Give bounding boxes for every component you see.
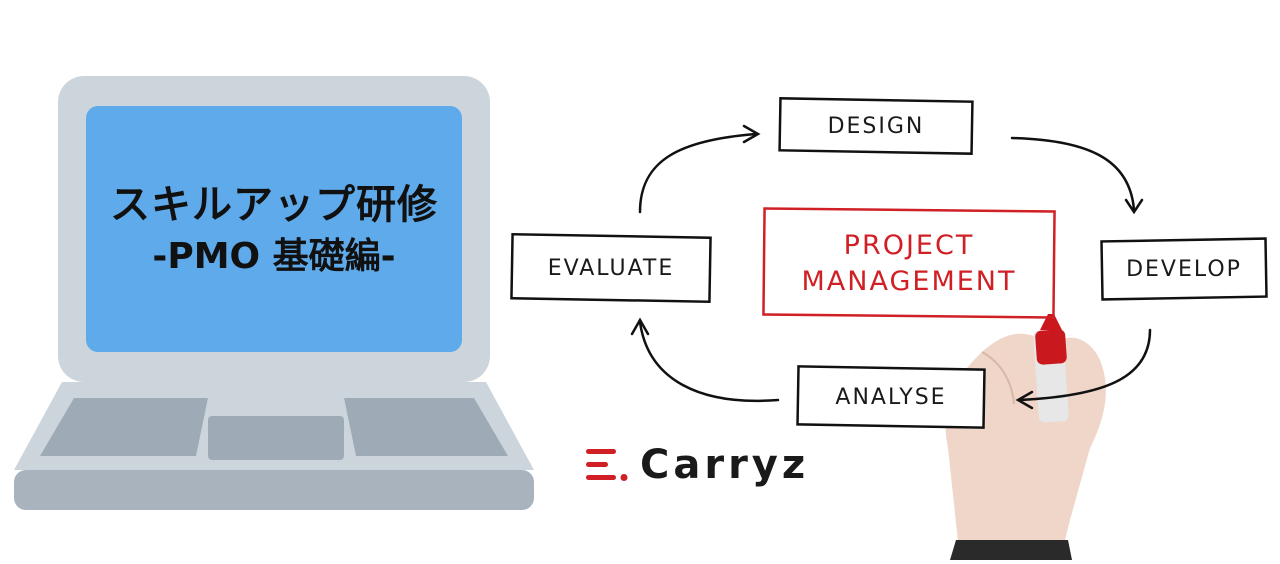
- brand-name: Carryz: [640, 442, 810, 488]
- center-line-2: MANAGEMENT: [801, 266, 1017, 297]
- keyboard-right: [344, 398, 508, 456]
- arrow-design-develop: [1010, 136, 1136, 212]
- evaluate-box: [510, 233, 712, 303]
- develop-box: [1100, 237, 1268, 301]
- step-develop: DEVELOP: [1126, 256, 1242, 282]
- keyboard-left: [40, 398, 208, 456]
- center-box: [762, 207, 1056, 319]
- arrow-analyse-evaluate: [638, 320, 780, 403]
- laptop-base-edge: [14, 470, 534, 510]
- analyse-box: [796, 365, 986, 429]
- arrow-evaluate-design: [638, 132, 758, 214]
- title-line-1: スキルアップ研修: [110, 182, 438, 228]
- screen-title: スキルアップ研修 -PMO 基礎編-: [86, 108, 462, 352]
- arrow-develop-analyse: [1018, 328, 1152, 402]
- center-title: PROJECT MANAGEMENT: [764, 212, 1054, 316]
- title-line-2: -PMO 基礎編-: [152, 236, 396, 277]
- brand-logo: Carryz: [586, 440, 809, 490]
- design-box: [778, 97, 974, 155]
- laptop-screen: [86, 106, 462, 352]
- carryz-logo-icon: [586, 449, 628, 481]
- trackpad: [208, 416, 344, 460]
- center-line-1: PROJECT: [843, 230, 975, 261]
- step-design: DESIGN: [827, 113, 925, 139]
- laptop-illustration: スキルアップ研修 -PMO 基礎編-: [0, 0, 560, 560]
- cycle-arrows: [630, 124, 1152, 410]
- step-evaluate: EVALUATE: [547, 255, 675, 281]
- laptop-graphic: [14, 76, 534, 510]
- marker-pen: [1033, 314, 1069, 423]
- step-analyse: ANALYSE: [835, 384, 947, 410]
